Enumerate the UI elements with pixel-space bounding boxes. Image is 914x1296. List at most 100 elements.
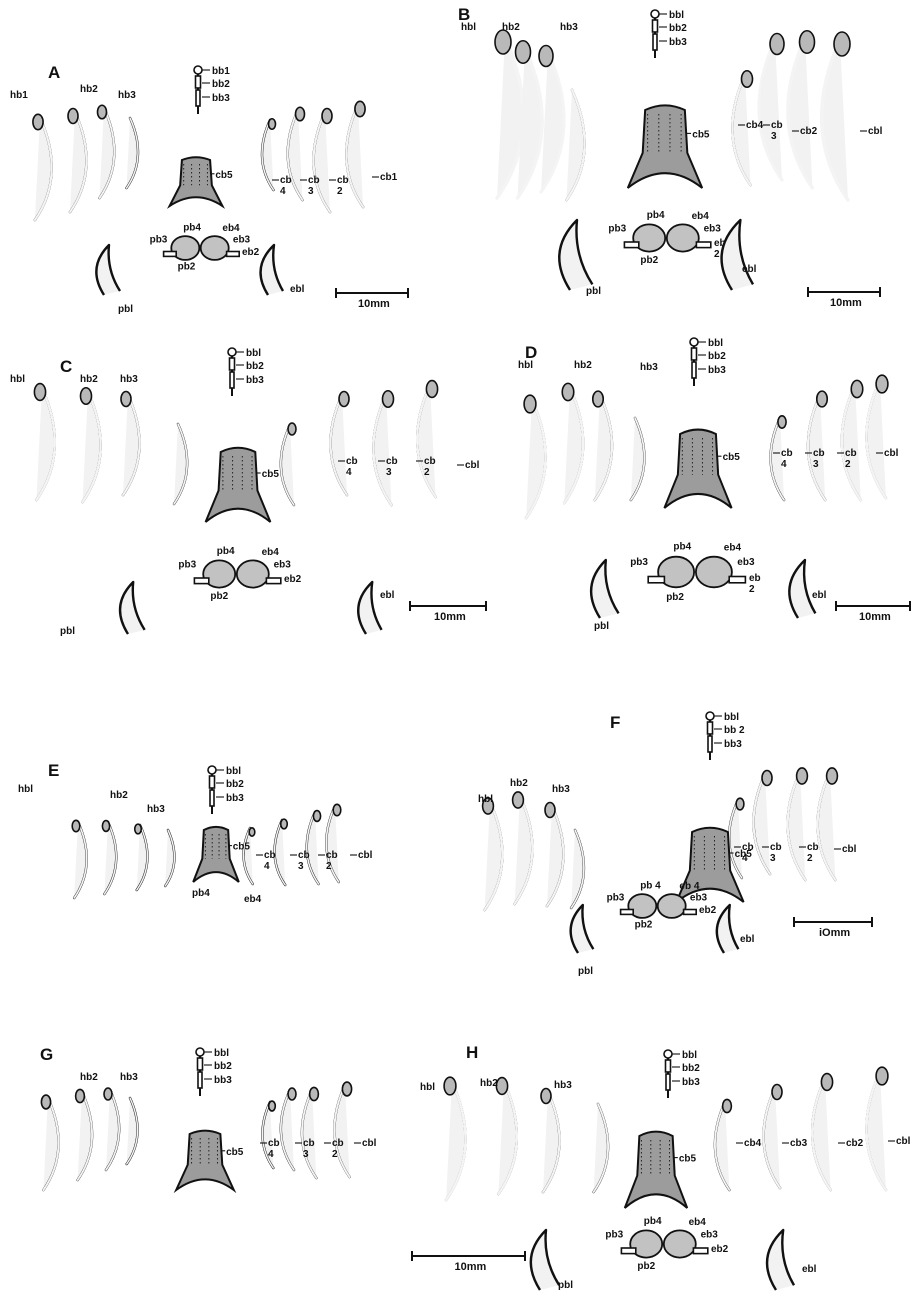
label-bb1: bbl <box>246 348 261 359</box>
bb1-ossicle <box>664 1050 672 1058</box>
right-arch-1-hypobranchial <box>876 1067 888 1085</box>
label-hb1: hbl <box>518 360 533 371</box>
label-pb3: pb3 <box>150 234 168 245</box>
right-epibranchial-2 <box>729 577 745 583</box>
bb2-ossicle <box>230 358 235 370</box>
label-hb1: hbl <box>420 1082 435 1093</box>
bb2-ossicle <box>210 776 215 788</box>
left-arch-2-hypobranchial <box>562 383 574 400</box>
label-pb3: pb3 <box>630 557 648 568</box>
bb3-ossicle <box>653 34 657 50</box>
bb3-ossicle <box>692 362 696 378</box>
bb1-ossicle <box>706 712 714 720</box>
label-bb2: bb2 <box>669 23 687 34</box>
right-arch-2-hypobranchial <box>322 109 332 124</box>
pb1-bone <box>571 905 594 953</box>
right-arch-4-hypobranchial <box>249 828 255 836</box>
label-cb4: cb4 <box>346 456 358 478</box>
right-upper-pharyngeal-plate <box>696 557 732 588</box>
panel-h: Hbblbb2bb3hblhb2hb3cb4cb3cb2cblcb5pb3pb4… <box>412 1043 911 1291</box>
left-arch-1-hypobranchial <box>524 395 536 413</box>
cb5-lower-pharyngeal-jaw <box>206 448 271 522</box>
label-cb5: cb5 <box>226 1147 244 1158</box>
label-bb3: bb3 <box>669 37 687 48</box>
label-cb1: cbl <box>358 850 373 861</box>
label-cb1: cbl <box>362 1138 377 1149</box>
right-epibranchial-2 <box>693 1248 707 1254</box>
cb5-lower-pharyngeal-jaw <box>193 827 239 882</box>
label-pb1: pbl <box>60 626 75 637</box>
label-pb2: pb2 <box>637 1261 655 1272</box>
panel-letter: F <box>610 713 620 732</box>
right-arch-3-hypobranchial <box>770 34 784 55</box>
label-bb1: bbl <box>214 1048 229 1059</box>
right-arch-2-hypobranchial <box>800 31 815 54</box>
right-arch-4-hypobranchial <box>778 416 786 428</box>
right-arch-1-hypobranchial <box>426 381 437 398</box>
right-upper-pharyngeal-plate <box>237 560 269 587</box>
panel-d: Dbblbb2bb3hblhb2hb3cb4cb3cb2cblcb5pb3pb4… <box>518 338 910 632</box>
label-hb3: hb3 <box>118 90 136 101</box>
bb2-ossicle <box>653 20 658 32</box>
label-eb4: eb4 <box>692 211 710 222</box>
left-arch-2-hypobranchial <box>516 41 531 64</box>
panel-letter: H <box>466 1043 478 1062</box>
left-arch-1-hypobranchial <box>495 30 511 54</box>
label-eb3: eb3 <box>274 560 292 571</box>
label-pb1: pbl <box>118 304 133 315</box>
right-arch-4-hypobranchial <box>742 71 753 88</box>
label-eb4: eb 4 <box>679 881 699 892</box>
eb1-bone <box>789 560 815 618</box>
label-hb2: hb2 <box>80 374 98 385</box>
label-bb1: bb1 <box>212 66 230 77</box>
right-arch-3-hypobranchial <box>772 1085 782 1100</box>
label-eb2: eb2 <box>284 574 302 585</box>
label-hb1: hb1 <box>10 90 28 101</box>
left-epibranchial-2 <box>648 577 664 583</box>
right-epibranchial-2 <box>696 242 710 248</box>
label-pb3: pb3 <box>605 1230 623 1241</box>
right-arch-4-hypobranchial <box>269 119 276 130</box>
right-epibranchial-2 <box>266 578 280 584</box>
left-arch-2-hypobranchial <box>102 821 109 832</box>
scale-bar <box>794 917 872 927</box>
right-upper-pharyngeal-plate <box>667 224 699 251</box>
left-arch-3-hypobranchial <box>98 105 107 119</box>
left-arch-1-hypobranchial <box>72 820 80 831</box>
left-arch-1-hypobranchial <box>33 114 43 129</box>
right-arch-1-hypobranchial <box>876 375 888 393</box>
left-epibranchial-2 <box>621 1248 635 1254</box>
bb1-ossicle <box>651 10 659 18</box>
label-hb2: hb2 <box>80 84 98 95</box>
label-eb1: ebl <box>802 1264 817 1275</box>
left-arch-3-hypobranchial <box>135 824 142 834</box>
label-cb5: cb5 <box>692 129 710 140</box>
right-arch-2-hypobranchial <box>797 768 808 784</box>
label-pb4: pb4 <box>183 223 201 234</box>
label-cb3: cb3 <box>790 1138 808 1149</box>
scale-label: 10mm <box>455 1261 487 1273</box>
right-arch-4-hypobranchial <box>269 1101 276 1111</box>
label-eb1: ebl <box>290 284 305 295</box>
right-arch-2-hypobranchial <box>851 380 863 397</box>
eb1-bone <box>722 220 753 290</box>
right-arch-1-hypobranchial <box>827 768 838 784</box>
label-bb3: bb3 <box>682 1077 700 1088</box>
label-hb1: hbl <box>478 794 493 805</box>
right-arch-2-hypobranchial <box>383 391 394 408</box>
cb5-lower-pharyngeal-jaw <box>625 1132 687 1208</box>
left-arch-3-hypobranchial <box>541 1089 551 1104</box>
label-bb3: bb3 <box>212 93 230 104</box>
left-arch-2-hypobranchial <box>68 109 78 124</box>
right-epibranchial-2 <box>227 252 240 257</box>
label-pb2: pb2 <box>635 920 653 931</box>
label-eb1: ebl <box>742 264 757 275</box>
cb5-lower-pharyngeal-jaw <box>628 105 702 188</box>
label-eb1: ebl <box>740 934 755 945</box>
right-upper-pharyngeal-plate <box>201 236 229 260</box>
left-epibranchial-2 <box>194 578 208 584</box>
label-hb2: hb2 <box>80 1072 98 1083</box>
label-bb2: bb2 <box>214 1061 232 1072</box>
label-bb3: bb3 <box>724 739 742 750</box>
